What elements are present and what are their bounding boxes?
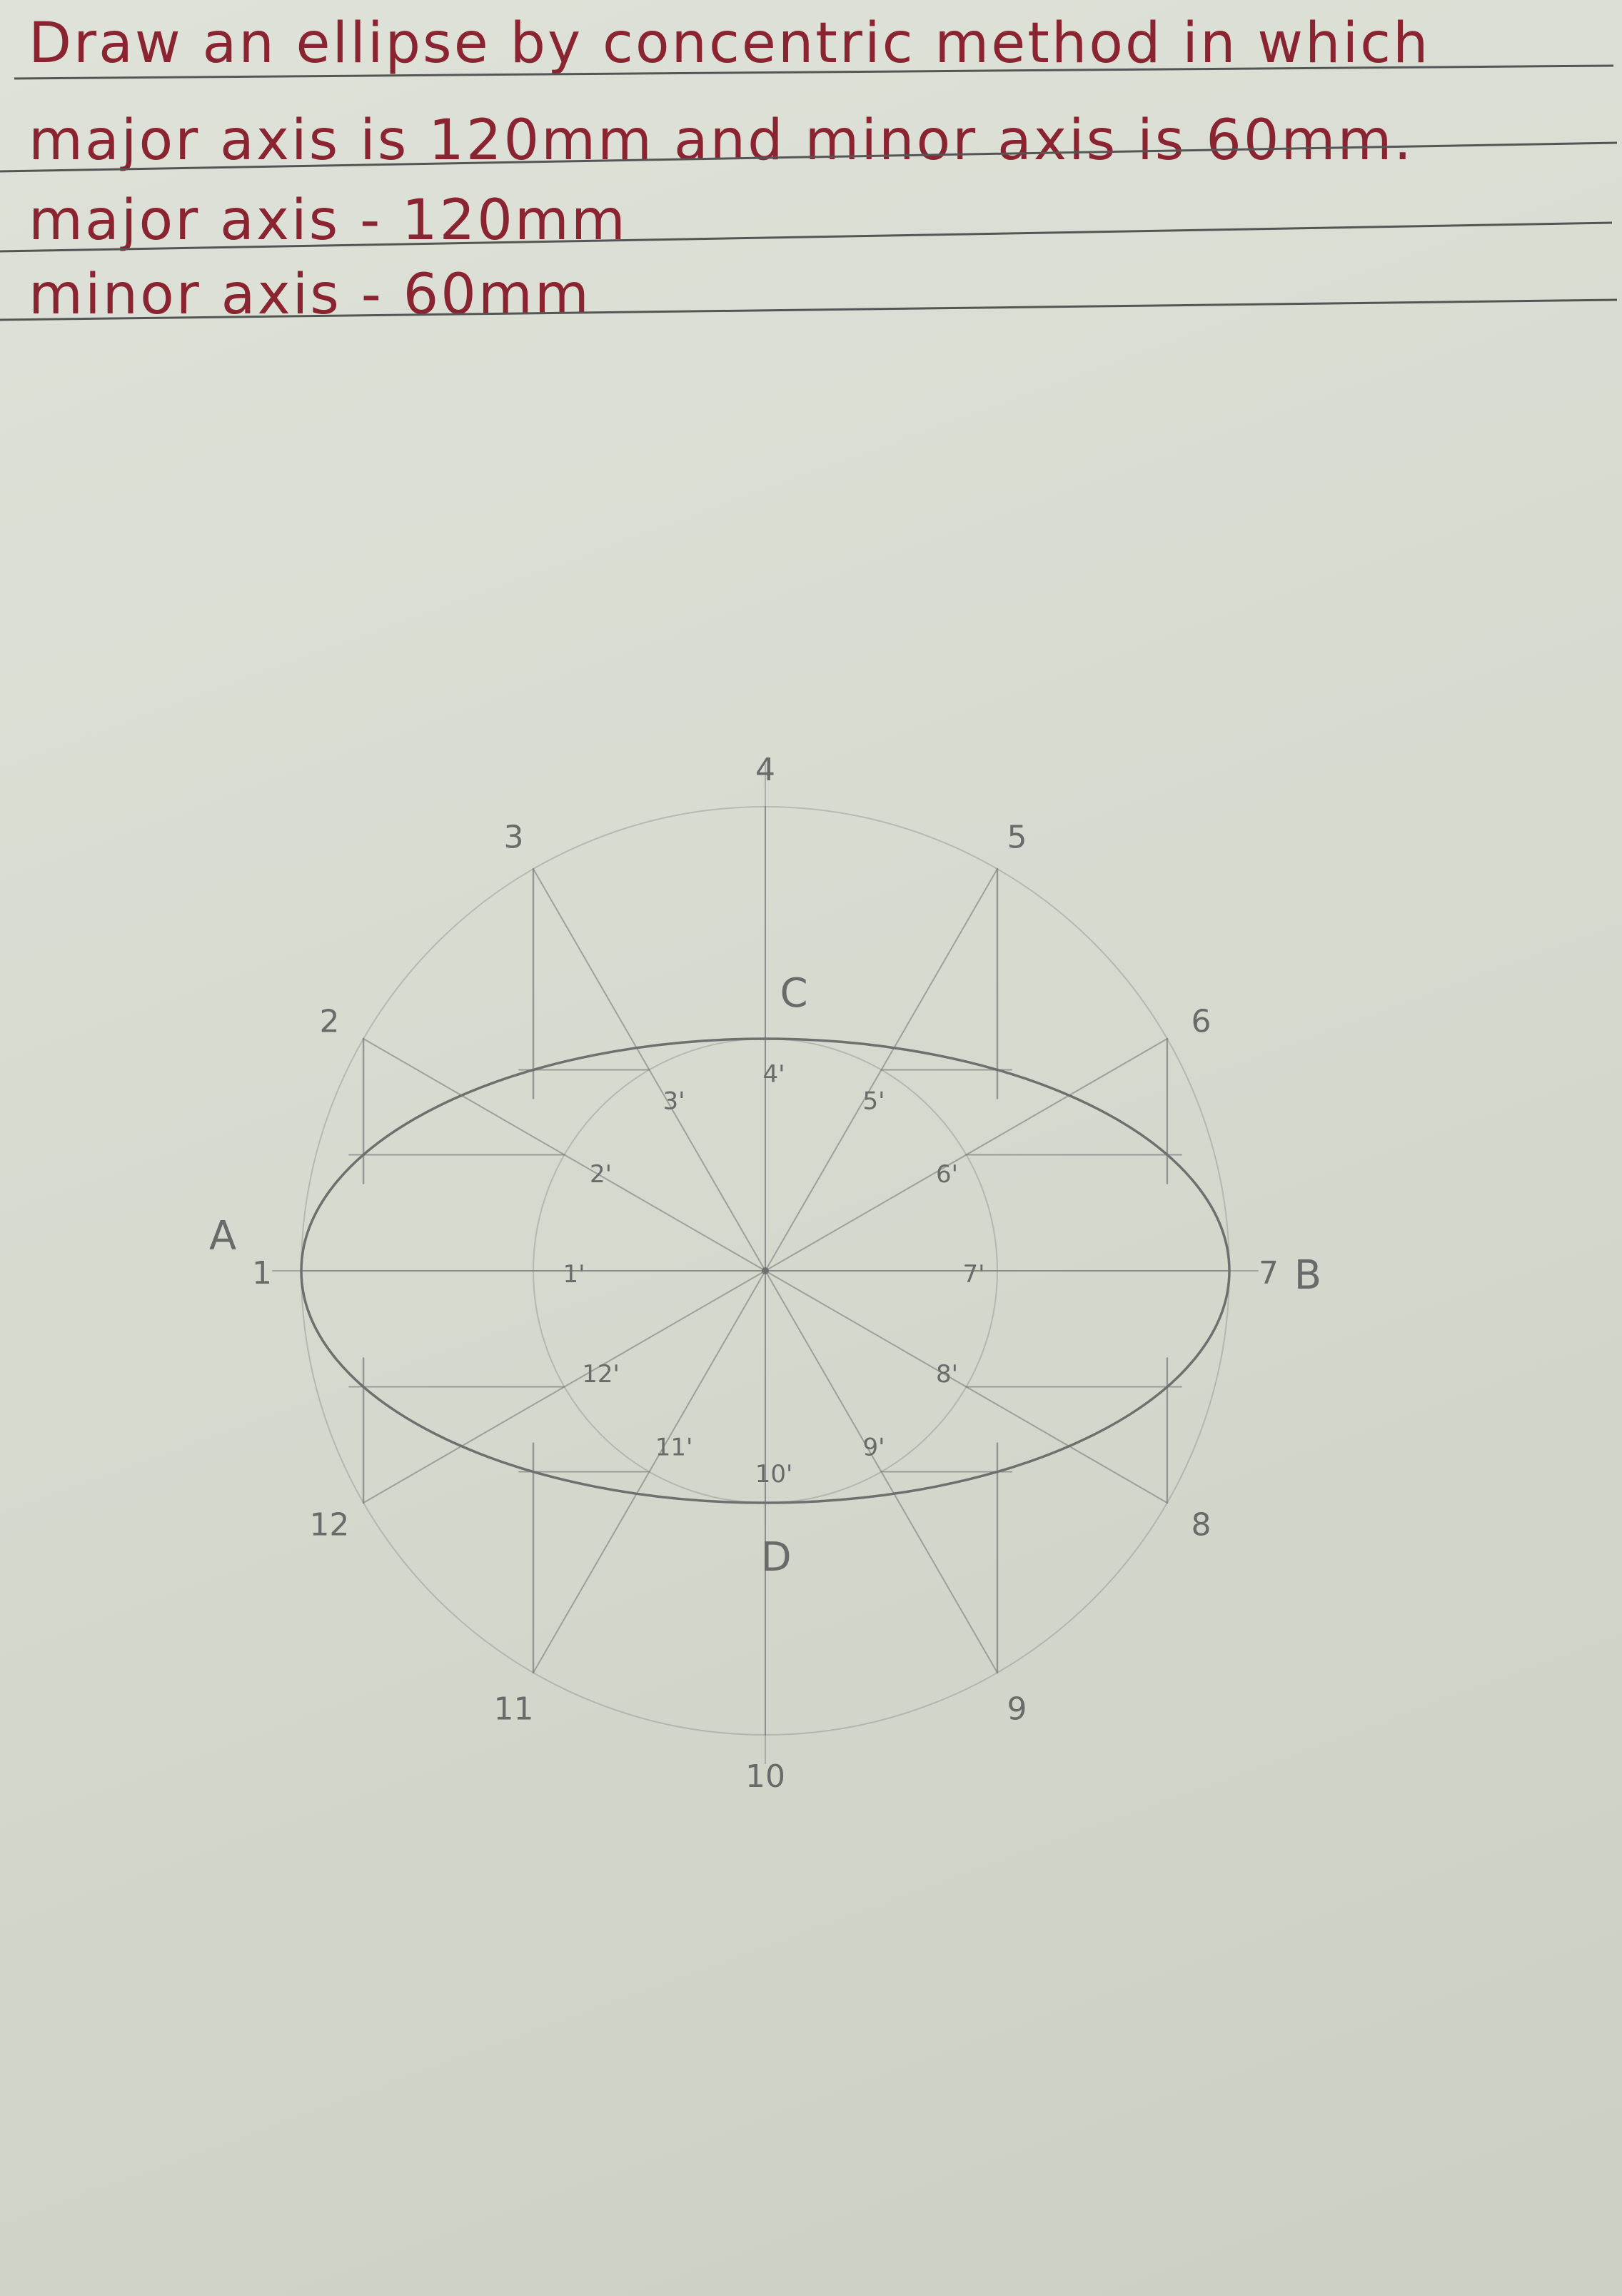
inner-point-label-9: 9': [863, 1433, 885, 1461]
inner-point-label-3: 3': [663, 1087, 685, 1116]
outer-point-label-6: 6: [1192, 1004, 1212, 1040]
ruled-line-2: [0, 141, 1618, 173]
inner-point-label-5: 5': [863, 1087, 885, 1116]
outer-point-label-8: 8: [1192, 1507, 1212, 1544]
inner-point-label-2: 2': [590, 1160, 612, 1189]
ruled-line-3: [0, 221, 1613, 253]
outer-point-label-7: 7: [1259, 1255, 1279, 1292]
inner-point-label-8: 8': [936, 1360, 958, 1389]
end-point-label-c: C: [780, 970, 807, 1017]
problem-line-1: Draw an ellipse by concentric method in …: [29, 11, 1431, 76]
inner-point-label-1: 1': [563, 1260, 585, 1289]
outer-point-label-9: 9: [1007, 1691, 1027, 1728]
outer-point-label-12: 12: [309, 1507, 349, 1544]
end-point-label-d: D: [760, 1534, 791, 1581]
ruled-line-1: [14, 64, 1614, 80]
inner-point-label-4: 4': [763, 1060, 785, 1089]
end-point-label-b: B: [1294, 1252, 1321, 1299]
problem-statement: Draw an ellipse by concentric method in …: [0, 0, 1622, 328]
constructed-ellipse: [300, 1037, 1231, 1504]
outer-point-label-10: 10: [745, 1758, 785, 1795]
outer-point-label-1: 1: [252, 1255, 272, 1292]
outer-point-label-5: 5: [1007, 819, 1027, 855]
end-point-label-a: A: [209, 1213, 236, 1259]
outer-point-label-11: 11: [494, 1691, 534, 1728]
major-axis-note: major axis - 120mm: [29, 188, 628, 253]
outer-point-label-2: 2: [319, 1004, 339, 1040]
outer-point-label-3: 3: [504, 819, 524, 855]
inner-point-label-6: 6': [936, 1160, 958, 1189]
ruled-lines: [0, 64, 1618, 321]
inner-point-label-10: 10': [755, 1460, 793, 1489]
centre-point: [762, 1267, 769, 1274]
ruled-line-4: [0, 298, 1618, 321]
inner-point-label-7: 7': [963, 1260, 985, 1289]
outer-point-label-4: 4: [755, 752, 775, 788]
inner-point-label-12: 12': [582, 1360, 620, 1389]
inner-point-label-11: 11': [655, 1433, 693, 1461]
